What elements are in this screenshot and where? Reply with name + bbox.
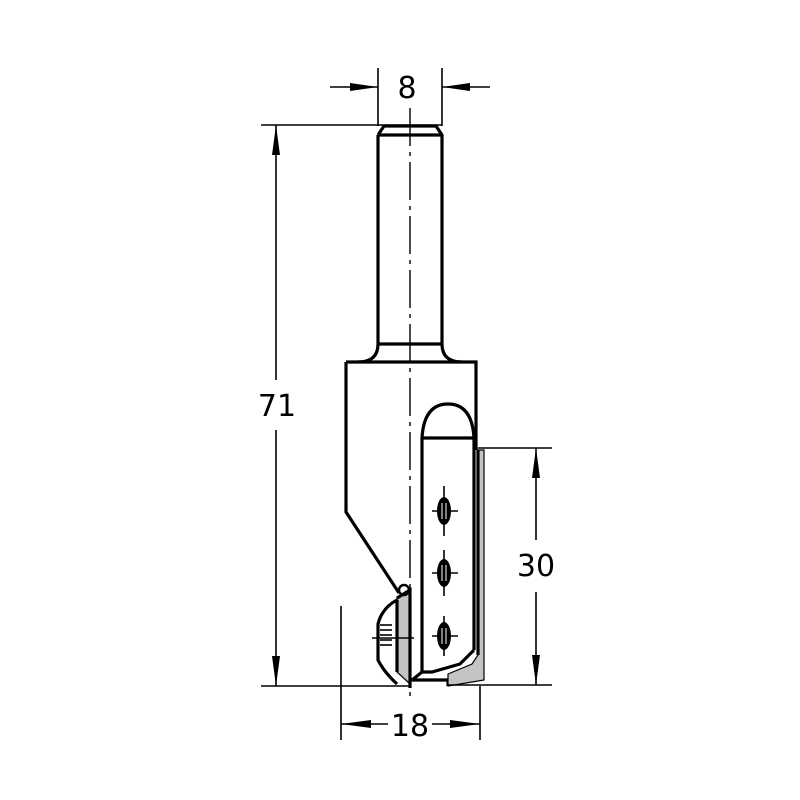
carbide-insert-right	[447, 449, 485, 687]
dim-label-18: 18	[391, 709, 429, 744]
dim-label-8: 8	[397, 71, 416, 106]
dim-label-71: 71	[258, 389, 296, 424]
screw-hole-3	[432, 616, 458, 656]
dim-label-30: 30	[517, 549, 555, 584]
screw-head	[372, 598, 414, 686]
dim-cutting-diameter: 18	[340, 606, 481, 744]
dim-shank-diameter: 8	[330, 68, 490, 126]
dim-cutting-length: 30	[448, 447, 555, 686]
screw-hole-2	[432, 550, 458, 596]
cutter-body	[344, 360, 478, 686]
screw-holes	[432, 486, 458, 656]
screw-hole-1	[432, 486, 458, 536]
carbide-insert-bottom	[395, 583, 412, 688]
dim-overall-length: 71	[258, 124, 442, 687]
